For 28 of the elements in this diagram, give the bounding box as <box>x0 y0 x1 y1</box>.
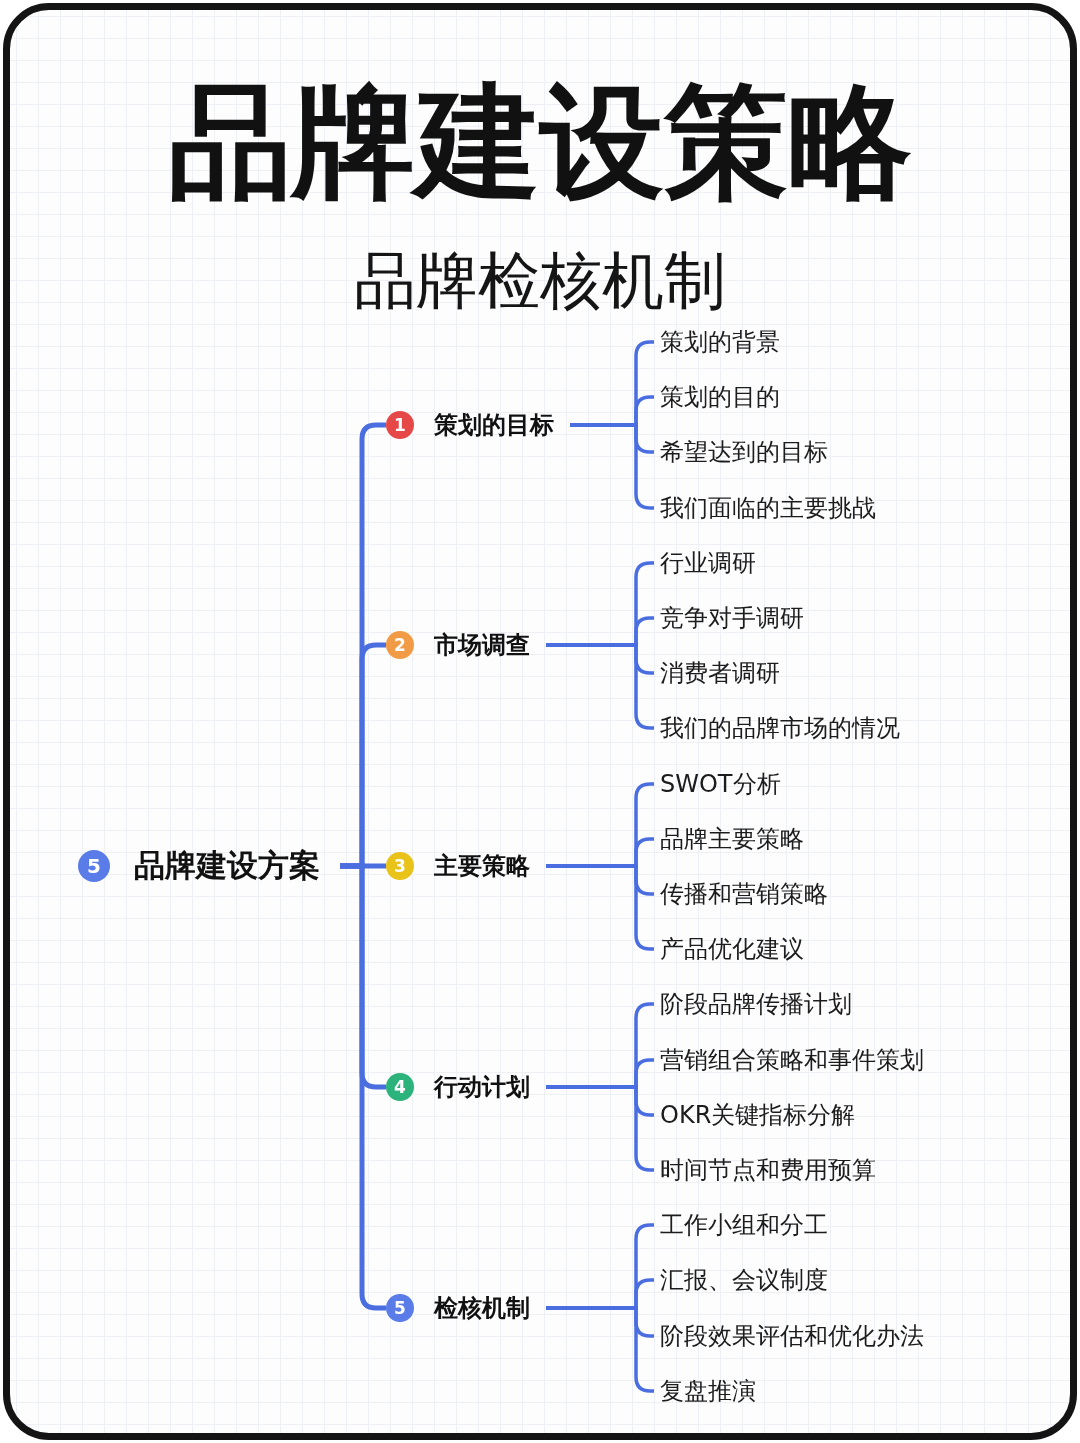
subtopic: 策划的背景 <box>660 327 780 357</box>
subtopic: 营销组合策略和事件策划 <box>660 1045 924 1075</box>
subtopic: 汇报、会议制度 <box>660 1265 828 1295</box>
subtopic: 阶段效果评估和优化办法 <box>660 1321 924 1351</box>
subtopic: 传播和营销策略 <box>660 879 828 909</box>
subtopic: 我们面临的主要挑战 <box>660 493 876 523</box>
subtopic: 阶段品牌传播计划 <box>660 989 852 1019</box>
subtopic: 复盘推演 <box>660 1376 756 1406</box>
subtitle: 品牌检核机制 <box>354 245 726 317</box>
main-topic: 策划的目标 <box>434 410 554 440</box>
subtopic: 竞争对手调研 <box>660 603 804 633</box>
main-topic: 市场调查 <box>434 630 530 660</box>
central-topic: 品牌建设方案 <box>134 847 320 885</box>
main-topic: 检核机制 <box>434 1293 530 1323</box>
subtopic: OKR关键指标分解 <box>660 1100 856 1130</box>
subtopic: 策划的目的 <box>660 382 780 412</box>
subtopic: 希望达到的目标 <box>660 437 828 467</box>
subtopic: 消费者调研 <box>660 658 780 688</box>
subtopic: 时间节点和费用预算 <box>660 1155 876 1185</box>
title: 品牌建设策略 <box>168 77 912 207</box>
subtopic: 产品优化建议 <box>660 934 804 964</box>
subtopic: SWOT分析 <box>660 769 781 799</box>
main-topic: 行动计划 <box>434 1072 530 1102</box>
subtopic: 我们的品牌市场的情况 <box>660 713 900 743</box>
subtopic: 品牌主要策略 <box>660 824 804 854</box>
subtopic: 行业调研 <box>660 548 756 578</box>
main-topic: 主要策略 <box>434 851 530 881</box>
subtopic: 工作小组和分工 <box>660 1210 828 1240</box>
